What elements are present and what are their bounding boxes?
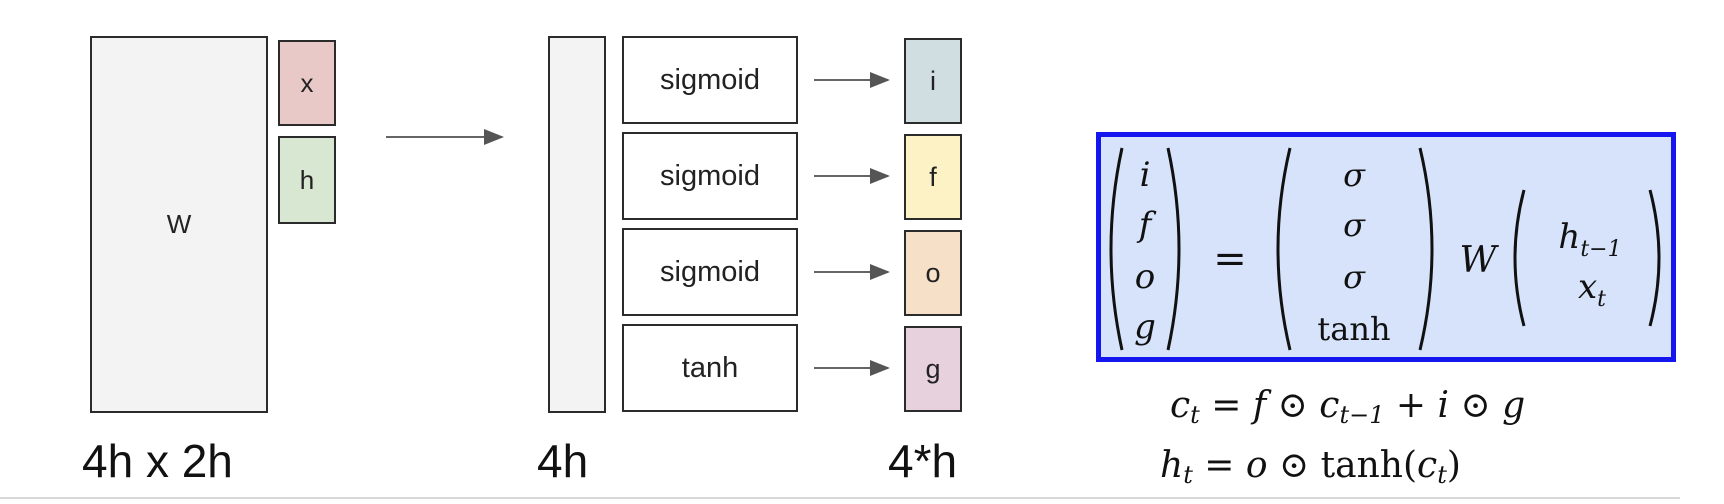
gate-var: i [1140, 155, 1151, 195]
eq-token: i [1437, 385, 1450, 426]
cell-update-equation: ct = f ⊙ ct−1 + i ⊙ g [1170, 385, 1526, 429]
eq-token: c [1319, 385, 1340, 426]
eq-token: + [1384, 385, 1438, 426]
eq-token: f [1252, 385, 1267, 426]
gate-i-box: i [904, 38, 962, 124]
left-paren [1109, 147, 1124, 351]
eq-token: t [1190, 401, 1200, 429]
weight-dims-caption: 4h x 2h [82, 435, 233, 487]
activation-label: sigmoid [660, 255, 760, 288]
activation-sigmoid-o: sigmoid [622, 228, 798, 316]
right-paren [1648, 189, 1661, 327]
gate-label: i [930, 65, 936, 96]
equals-sign: = [1213, 236, 1247, 282]
right-paren [1166, 147, 1181, 351]
eq-token: tanh( [1320, 445, 1418, 486]
activation-symbol: σ [1343, 206, 1366, 244]
activation-sigmoid-f: sigmoid [622, 132, 798, 220]
eq-token: = [1192, 445, 1246, 486]
eq-token: h [1160, 445, 1184, 486]
gate-var: o [1135, 257, 1155, 297]
left-paren [1513, 189, 1526, 327]
hidden-update-equation: ht = o ⊙ tanh(ct) [1160, 445, 1461, 489]
gate-var: g [1134, 307, 1156, 347]
gate-f-box: f [904, 134, 962, 220]
weight-matrix: W [90, 36, 268, 413]
h-input-label: h [299, 164, 315, 195]
activation-symbol: tanh [1317, 310, 1390, 348]
weight-matrix-label: W [166, 209, 192, 239]
h-input-box: h [278, 136, 336, 224]
activation-tanh-g: tanh [622, 324, 798, 412]
activation-label: sigmoid [660, 63, 760, 96]
activation-label: tanh [681, 351, 739, 384]
bottom-divider [0, 497, 1680, 499]
output-caption: 4*h [888, 435, 958, 487]
eq-token: t [1183, 461, 1193, 489]
right-paren [1418, 147, 1434, 351]
gate-var: f [1136, 205, 1157, 245]
gate-o-box: o [904, 230, 962, 316]
eq-token: t [1437, 461, 1447, 489]
eq-token: t−1 [1339, 401, 1385, 429]
x-input-box: x [278, 40, 336, 126]
x-input-label: x [300, 67, 314, 98]
gate-g-box: g [904, 326, 962, 412]
gate-label: f [929, 161, 937, 192]
input-h: ht−1 [1558, 217, 1621, 262]
preactivation-caption: 4h [537, 435, 589, 487]
eq-token: ⊙ [1267, 445, 1321, 486]
eq-token: g [1502, 385, 1526, 426]
gate-equation-box [1096, 132, 1676, 362]
eq-token: ) [1446, 445, 1461, 486]
eq-token: o [1245, 445, 1268, 486]
eq-token: ⊙ [1266, 385, 1320, 426]
eq-token: = [1199, 385, 1253, 426]
weight-symbol: W [1459, 240, 1499, 281]
activation-sigmoid-i: sigmoid [622, 36, 798, 124]
eq-token: c [1417, 445, 1438, 486]
activation-symbol: σ [1343, 258, 1366, 296]
eq-token: ⊙ [1449, 385, 1503, 426]
gate-label: g [925, 353, 941, 384]
gate-label: o [925, 257, 941, 288]
left-paren [1276, 147, 1292, 351]
preactivation-vector [548, 36, 606, 413]
input-x: xt [1578, 267, 1606, 312]
activation-symbol: σ [1343, 156, 1366, 194]
eq-token: c [1170, 385, 1191, 426]
activation-label: sigmoid [660, 159, 760, 192]
